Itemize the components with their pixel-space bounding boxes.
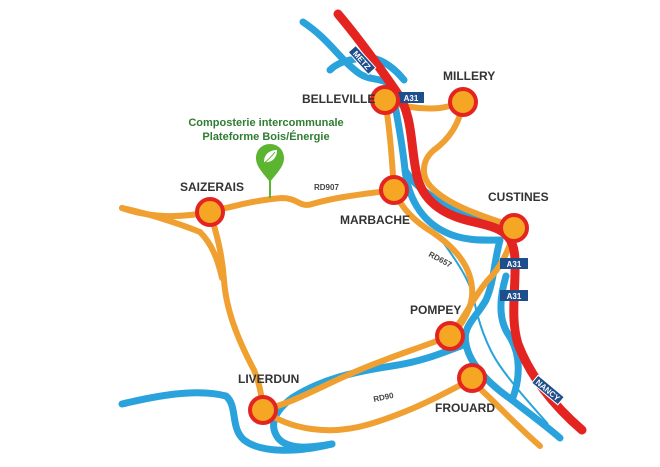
town-label-frouard: FROUARD [435, 401, 495, 415]
road-saizerais-liverdun [207, 209, 266, 413]
town-marker-custines[interactable] [499, 213, 529, 243]
sign-a31-north-label: A31 [404, 94, 419, 103]
town-markers [195, 85, 529, 425]
river-network [118, 18, 564, 454]
town-label-custines: CUSTINES [488, 190, 549, 204]
leaf-pin-icon [256, 144, 284, 182]
sign-a31-mid-label: A31 [507, 260, 522, 269]
sign-a31-south: A31 [500, 290, 528, 301]
town-label-belleville: BELLEVILLE [302, 92, 375, 106]
town-label-saizerais: SAIZERAIS [180, 180, 244, 194]
river-left-bend [270, 340, 470, 451]
town-marker-belleville[interactable] [370, 85, 400, 115]
sign-a31-mid: A31 [500, 258, 528, 269]
road-pompey-custines [447, 231, 517, 339]
road-label-rd907: RD907 [314, 183, 339, 192]
canal-thin [439, 237, 549, 425]
town-marker-liverdun[interactable] [248, 395, 278, 425]
road-rd907 [119, 187, 397, 220]
poi-composterie[interactable]: Composterie intercommunale Plateforme Bo… [188, 117, 344, 198]
river-liverdun-loop [118, 389, 336, 454]
town-label-millery: MILLERY [443, 69, 495, 83]
road-label-rd90: RD90 [373, 391, 395, 404]
town-label-liverdun: LIVERDUN [238, 372, 299, 386]
sign-a31-north: A31 [398, 92, 424, 103]
town-marker-frouard[interactable] [457, 363, 487, 393]
road-rd90 [260, 333, 453, 413]
town-marker-pompey[interactable] [435, 321, 465, 351]
road-liverdun-frouard [260, 377, 473, 434]
town-marker-saizerais[interactable] [195, 197, 225, 227]
road-millery-south [421, 99, 503, 225]
town-label-pompey: POMPEY [410, 303, 461, 317]
sign-a31-south-label: A31 [507, 292, 522, 301]
road-saizerais-sw [119, 205, 203, 235]
town-label-marbache: MARBACHE [340, 213, 410, 227]
town-marker-marbache[interactable] [379, 175, 409, 205]
poi-label-line2: Plateforme Bois/Énergie [202, 130, 329, 143]
poi-label-line1: Composterie intercommunale [188, 117, 343, 129]
town-marker-millery[interactable] [448, 87, 478, 117]
road-west-left [197, 229, 225, 281]
